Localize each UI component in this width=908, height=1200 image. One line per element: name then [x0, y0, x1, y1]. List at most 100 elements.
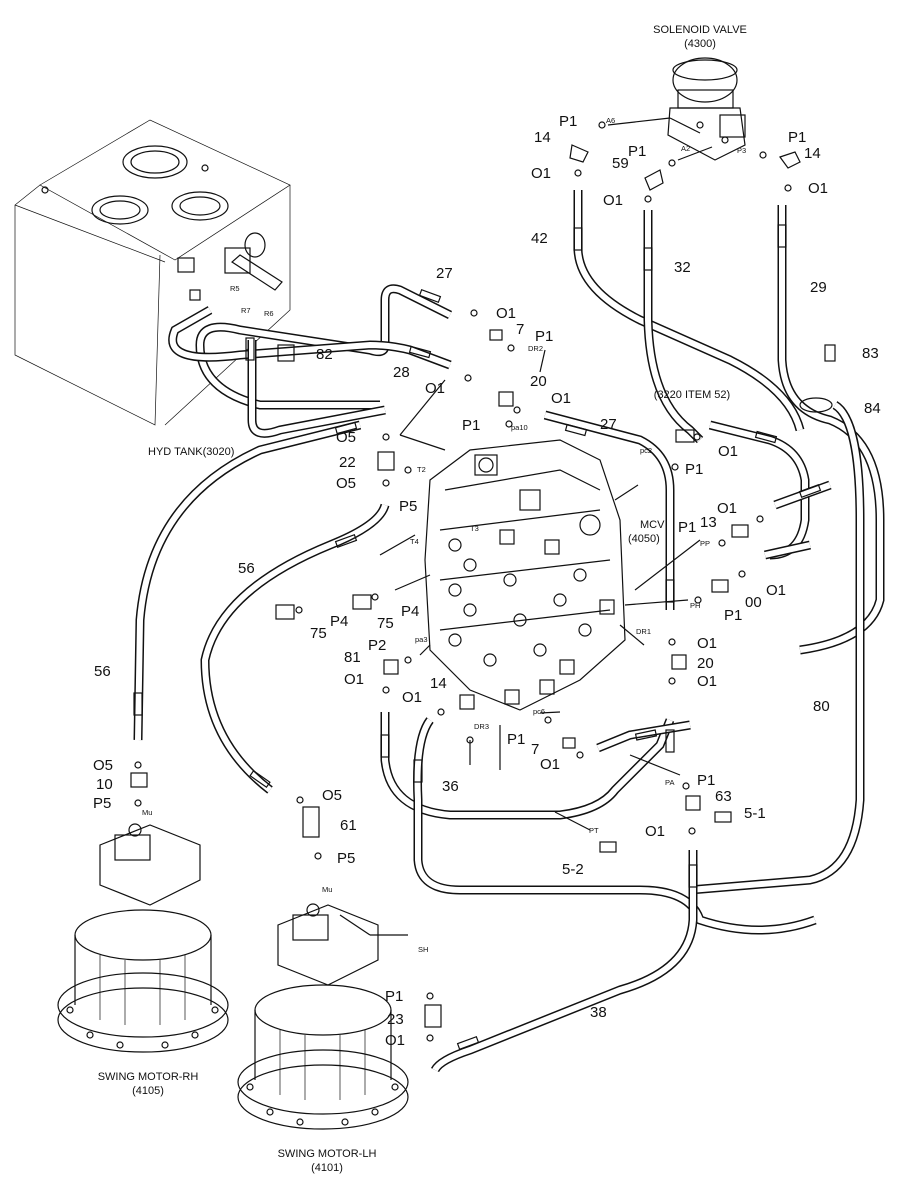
hoses [133, 190, 885, 1073]
callout: P2 [368, 637, 386, 654]
callout: O1 [540, 756, 560, 773]
callout: P4 [330, 613, 348, 630]
callout: 75 [310, 625, 327, 642]
callout: 80 [813, 698, 830, 715]
callout: 81 [344, 649, 361, 666]
port-label: DR2 [528, 344, 543, 353]
mcv-valve-block [424, 439, 626, 711]
solenoid-valve [667, 57, 746, 161]
callout: O1 [718, 443, 738, 460]
callout: 14 [430, 675, 447, 692]
labels: SOLENOID VALVE (4300) HYD TANK(3020) MCV… [93, 24, 881, 1174]
callout: P1 [628, 143, 646, 160]
callout: 7 [516, 321, 524, 338]
callout: 84 [864, 400, 881, 417]
callout: P1 [462, 417, 480, 434]
callout: 27 [600, 416, 617, 433]
callout: O1 [425, 380, 445, 397]
callout: 10 [96, 776, 113, 793]
callout: 00 [745, 594, 762, 611]
callout: P1 [535, 328, 553, 345]
callout: O1 [645, 823, 665, 840]
callout: O1 [808, 180, 828, 197]
port-label: R7 [241, 306, 251, 315]
callout: O1 [551, 390, 571, 407]
port-label: DR3 [474, 722, 489, 731]
callout: 59 [612, 155, 629, 172]
callout: 56 [238, 560, 255, 577]
mcv-code: (4050) [628, 533, 660, 545]
callout: O1 [496, 305, 516, 322]
callout: P1 [788, 129, 806, 146]
port-label: A2 [681, 144, 690, 153]
port-label: R5 [230, 284, 240, 293]
callout: 14 [534, 129, 551, 146]
port-label: PP [700, 539, 710, 548]
callout: O1 [344, 671, 364, 688]
callout: 56 [94, 663, 111, 680]
fittings [130, 121, 836, 1042]
callout: 75 [377, 615, 394, 632]
port-label: A6 [606, 116, 615, 125]
swing-motor-rh [57, 823, 229, 1053]
callout: 22 [339, 454, 356, 471]
callout: P5 [399, 498, 417, 515]
callout: O1 [697, 673, 717, 690]
callout: 14 [804, 145, 821, 162]
callout: P1 [678, 519, 696, 536]
port-label: Mu [322, 885, 332, 894]
mcv-name: MCV [640, 519, 665, 531]
port-label: P3 [737, 146, 746, 155]
callout: 38 [590, 1004, 607, 1021]
port-label: Mu [142, 808, 152, 817]
callout: P1 [685, 461, 703, 478]
callout: P1 [724, 607, 742, 624]
callout: O5 [322, 787, 342, 804]
callout: P5 [93, 795, 111, 812]
swing-motor-rh-name: SWING MOTOR-RH [98, 1071, 199, 1083]
callout: 32 [674, 259, 691, 276]
callout: P5 [337, 850, 355, 867]
callout: 42 [531, 230, 548, 247]
port-label: PT [589, 826, 599, 835]
callout: O1 [717, 500, 737, 517]
port-label: pa3 [415, 635, 428, 644]
callout: O1 [385, 1032, 405, 1049]
callout: P1 [697, 772, 715, 789]
callout: O5 [336, 475, 356, 492]
hyd-tank-name: HYD TANK(3020) [148, 446, 234, 458]
callout: 7 [531, 741, 539, 758]
callout: 20 [530, 373, 547, 390]
callout: 83 [862, 345, 879, 362]
port-label: T2 [417, 465, 426, 474]
callout: O5 [93, 757, 113, 774]
callout: P1 [559, 113, 577, 130]
callout: 13 [700, 514, 717, 531]
port-label: SH [418, 945, 428, 954]
callout: O1 [531, 165, 551, 182]
callout: 82 [316, 346, 333, 363]
port-label: pa10 [511, 423, 528, 432]
port-label: DR1 [636, 627, 651, 636]
callout: 5-1 [744, 805, 766, 822]
callout: O1 [697, 635, 717, 652]
callout: 27 [436, 265, 453, 282]
callout: P1 [507, 731, 525, 748]
callout: 23 [387, 1011, 404, 1028]
callout: 36 [442, 778, 459, 795]
callout: 5-2 [562, 861, 584, 878]
solenoid-valve-name: SOLENOID VALVE [653, 24, 747, 36]
port-label: pc6 [533, 707, 545, 716]
port-label: T3 [470, 524, 479, 533]
ref-3220: (3220 ITEM 52) [654, 389, 730, 401]
port-label: PA [665, 778, 674, 787]
swing-motor-lh [237, 903, 409, 1130]
port-label: R6 [264, 309, 274, 318]
callout: 63 [715, 788, 732, 805]
solenoid-valve-code: (4300) [684, 38, 716, 50]
callout: O1 [402, 689, 422, 706]
port-label: T4 [410, 537, 419, 546]
callout: O5 [336, 429, 356, 446]
callout: O1 [766, 582, 786, 599]
swing-motor-rh-code: (4105) [132, 1085, 164, 1097]
